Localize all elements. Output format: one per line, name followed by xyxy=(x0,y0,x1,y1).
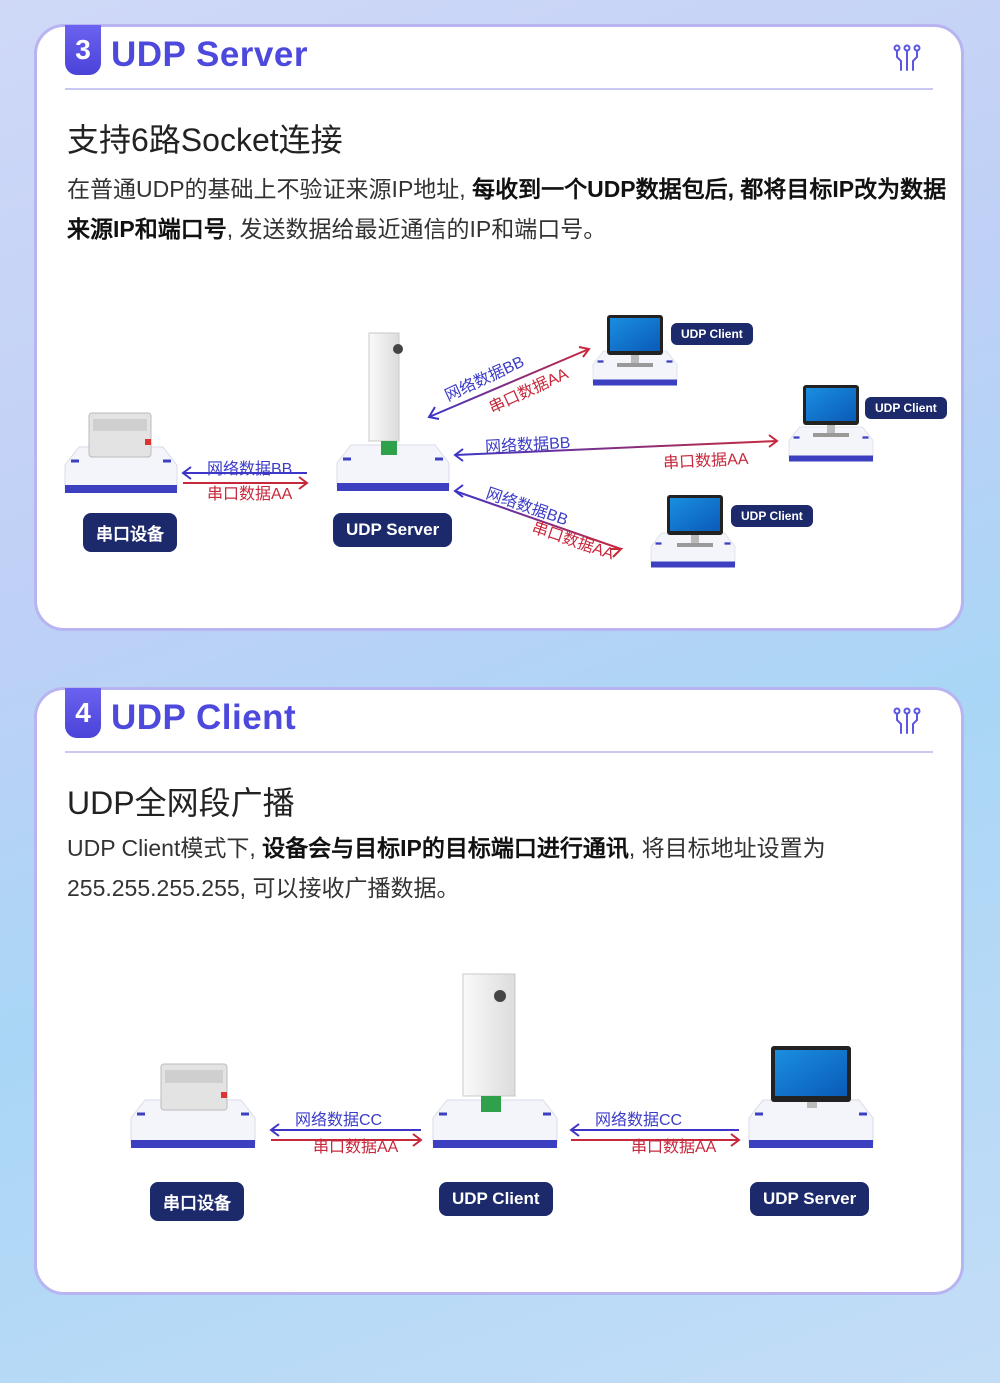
flow-label-net: 网络数据BB xyxy=(484,434,571,457)
serial-device-label: 串口设备 xyxy=(83,513,177,552)
computer-icon xyxy=(747,1046,875,1150)
desc-text: , 发送数据给最近通信的IP和端口号。 xyxy=(226,216,607,242)
section-subtitle: UDP全网段广播 xyxy=(67,785,295,821)
serial-device-icon xyxy=(63,412,179,495)
client-computer-3 xyxy=(649,495,737,569)
flow-label-serial: 串口数据AA xyxy=(207,486,293,503)
desc-text: , 将目标地址设置为255.255.255.255, 可以接收广播数据。 xyxy=(67,835,826,901)
section-udp-server: 3 UDP Server 支持6路Socket连接 在普通UDP的基础上不验证来… xyxy=(34,24,964,631)
gateway-device-icon xyxy=(335,332,451,493)
udp-client-label: UDP Client xyxy=(865,397,947,419)
section-subtitle: 支持6路Socket连接 xyxy=(67,122,343,158)
section-title: UDP Client xyxy=(111,698,297,737)
flow-label-serial: 串口数据AA xyxy=(313,1139,399,1156)
section-description: UDP Client模式下, 设备会与目标IP的目标端口进行通讯, 将目标地址设… xyxy=(67,828,957,908)
desc-text: 在普通UDP的基础上不验证来源IP地址, xyxy=(67,176,473,202)
section-description: 在普通UDP的基础上不验证来源IP地址, 每收到一个UDP数据包后, 都将目标I… xyxy=(67,169,957,249)
udp-server-label: UDP Server xyxy=(333,513,453,547)
gateway-device-icon xyxy=(431,973,559,1150)
serial-device-label: 串口设备 xyxy=(150,1182,244,1221)
section-title: UDP Server xyxy=(111,35,308,74)
flow-label-serial: 串口数据AA xyxy=(662,450,749,473)
udp-server-diagram xyxy=(63,315,875,569)
udp-server-label: UDP Server xyxy=(750,1182,870,1216)
section-number-badge: 3 xyxy=(65,25,101,75)
udp-client-diagram xyxy=(129,973,875,1150)
flow-label-net: 网络数据BB xyxy=(207,461,293,478)
serial-device-icon xyxy=(129,1063,257,1150)
flow-arrows xyxy=(181,346,779,558)
section-divider xyxy=(65,751,933,753)
udp-client-label: UDP Client xyxy=(439,1182,553,1216)
flow-label-net: 网络数据CC xyxy=(295,1112,383,1129)
desc-text: UDP Client模式下, xyxy=(67,835,263,861)
udp-client-label: UDP Client xyxy=(671,323,753,345)
udp-client-label: UDP Client xyxy=(731,505,813,527)
client-computer-2 xyxy=(787,385,875,463)
flow-label-serial: 串口数据AA xyxy=(631,1139,717,1156)
printer-icon xyxy=(88,412,152,458)
section-divider xyxy=(65,88,933,90)
section-udp-client: 4 UDP Client UDP全网段广播 UDP Client模式下, 设备会… xyxy=(34,687,964,1295)
printer-icon xyxy=(160,1063,228,1111)
desc-emphasis: 每收到一个UDP数据包后, 都将目标IP改为数据来源IP和端口号 xyxy=(67,176,947,242)
desc-emphasis: 设备会与目标IP的目标端口进行通讯 xyxy=(262,835,629,861)
section-number-badge: 4 xyxy=(65,688,101,738)
circuit-icon xyxy=(893,44,921,71)
flow-label-net: 网络数据CC xyxy=(595,1112,683,1129)
client-computer-1 xyxy=(591,315,679,387)
circuit-icon xyxy=(893,707,921,734)
flow-arrows xyxy=(269,1123,741,1147)
